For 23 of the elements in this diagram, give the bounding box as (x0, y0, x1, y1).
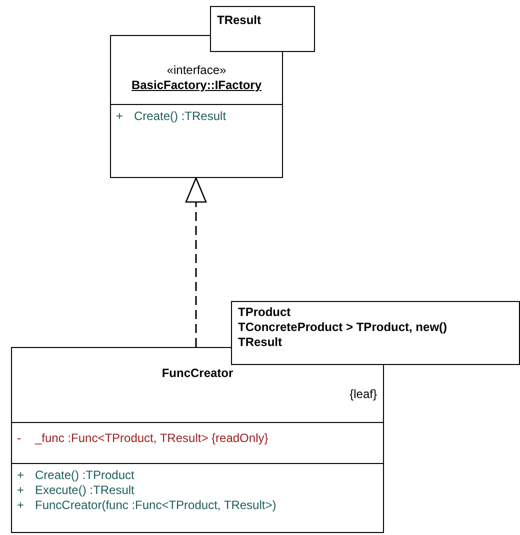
visibility-mark: + (17, 498, 26, 513)
visibility-mark: + (116, 109, 124, 124)
operation-label: Execute() :TResult (35, 483, 134, 498)
class-name: FuncCreator (162, 366, 234, 381)
stereotype-label: «interface» (166, 63, 226, 78)
template-parameter: TResult (217, 13, 262, 28)
template-parameter: TResult (238, 335, 284, 350)
class-box (11, 347, 384, 533)
visibility-mark: + (17, 483, 26, 498)
operation-label: FuncCreator(func :Func<TProduct, TResult>) (35, 498, 276, 513)
template-box (210, 6, 315, 52)
property-label: {leaf} (350, 387, 377, 402)
visibility-mark: - (17, 431, 22, 446)
template-parameter: TProduct (238, 305, 292, 320)
class-box (110, 35, 283, 178)
visibility-mark: + (17, 468, 26, 483)
attribute-label: _func :Func<TProduct, TResult> {readOnly} (35, 431, 268, 446)
template-box (231, 301, 520, 365)
realization-arrow (185, 177, 207, 347)
template-parameter: TConcreteProduct > TProduct, new() (238, 320, 448, 335)
operation-label: Create() :TProduct (35, 468, 134, 483)
interface-name: BasicFactory::IFactory (131, 78, 262, 93)
operation-label: Create() :TResult (134, 109, 226, 124)
